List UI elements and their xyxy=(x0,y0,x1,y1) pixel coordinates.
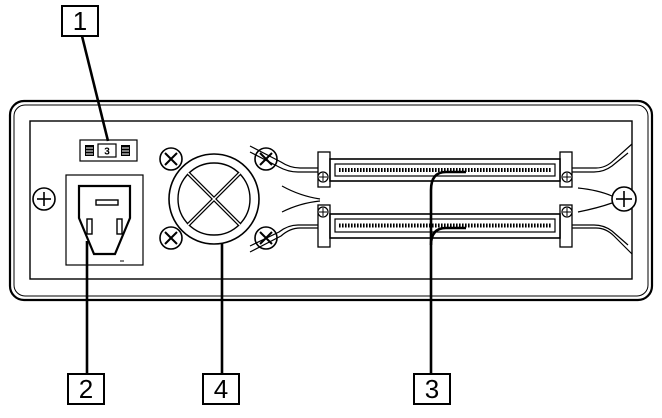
scsi-thumbscrew-top-left xyxy=(317,171,329,183)
callout-3-label: 3 xyxy=(425,374,439,404)
leader-lines xyxy=(80,35,466,374)
leader-line-3b xyxy=(429,170,466,245)
callout-3: 3 xyxy=(413,373,451,405)
switch-display-number: 3 xyxy=(104,147,110,158)
callout-4-label: 4 xyxy=(214,374,228,404)
fan-screw-bottom-left xyxy=(159,226,183,250)
fan-screw-top-right xyxy=(254,147,278,171)
chassis-inner-outline xyxy=(13,104,649,297)
callout-2: 2 xyxy=(67,373,105,405)
inlet-pin-right xyxy=(116,218,123,235)
id-switch: 3 xyxy=(79,139,138,162)
cable-loops xyxy=(249,143,633,255)
callout-1: 1 xyxy=(61,5,99,37)
scsi-thumbscrew-bottom-right xyxy=(561,206,573,218)
power-inlet xyxy=(65,174,144,266)
right-chassis-screw xyxy=(611,186,637,212)
fan xyxy=(168,153,260,245)
left-chassis-screw xyxy=(32,187,56,211)
fan-screw-top-left xyxy=(159,147,183,171)
leader-line-1 xyxy=(80,35,110,142)
scsi-thumbscrew-bottom-left xyxy=(317,206,329,218)
callout-2-label: 2 xyxy=(79,374,93,404)
inlet-pin-left xyxy=(86,218,93,235)
scsi-thumbscrew-top-right xyxy=(561,171,573,183)
callout-1-label: 1 xyxy=(73,6,87,36)
callout-4: 4 xyxy=(202,373,240,405)
scsi-connector-top xyxy=(317,151,573,188)
inlet-pin-top xyxy=(95,199,119,206)
scsi-connector-bottom xyxy=(317,204,573,248)
switch-display-window xyxy=(97,143,117,158)
